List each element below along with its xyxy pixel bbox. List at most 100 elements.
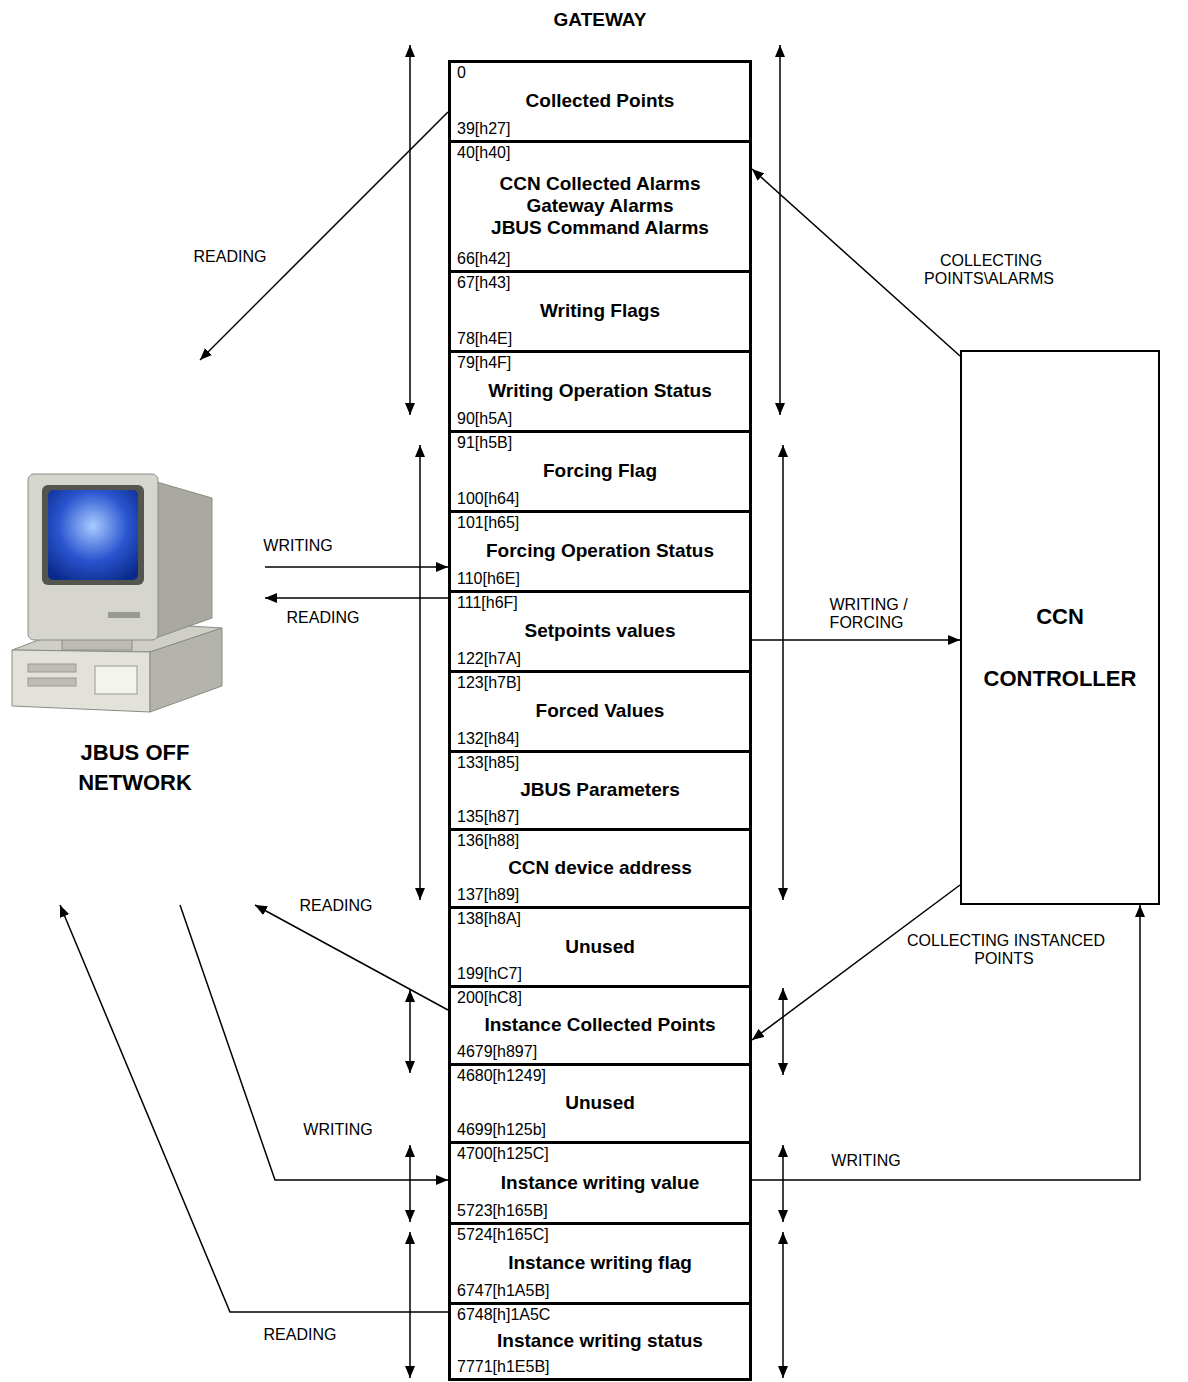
address-label: 40[h40] <box>457 144 743 162</box>
flow-label: READING <box>192 248 269 265</box>
controller-label: CCN <box>1036 604 1084 630</box>
flow-label: COLLECTING INSTANCED POINTS <box>905 932 1105 967</box>
flow-arrow <box>752 169 960 356</box>
address-label: 132[h84] <box>457 730 743 748</box>
flow-arrow <box>200 112 448 360</box>
address-label: 4680[h1249] <box>457 1067 743 1085</box>
computer-station: JBUS OFF NETWORK <box>5 360 265 905</box>
address-label: 199[hC7] <box>457 965 743 983</box>
memory-block: 136[h88] CCN device address 137[h89] <box>448 828 752 909</box>
memory-block: 0Collected Points39[h27] <box>448 60 752 143</box>
range-arrows <box>410 45 783 1378</box>
block-name: Forced Values <box>536 700 665 722</box>
address-label: 137[h89] <box>457 886 743 904</box>
address-label: 91[h5B] <box>457 434 743 452</box>
flow-arrow <box>255 905 448 1010</box>
address-label: 4679[h897] <box>457 1043 743 1061</box>
block-body: Setpoints values <box>457 612 743 650</box>
block-body: Instance writing value <box>457 1163 743 1202</box>
block-name: Collected Points <box>526 90 675 112</box>
block-name: Instance writing status <box>497 1330 703 1352</box>
flow-arrow <box>265 566 448 568</box>
flow-arrow <box>752 885 960 1040</box>
memory-block: 133[h85]JBUS Parameters135[h87] <box>448 750 752 831</box>
block-body: CCN Collected AlarmsGateway AlarmsJBUS C… <box>457 162 743 250</box>
block-name: Unused <box>565 1092 635 1114</box>
address-label: 5724[h165C] <box>457 1226 743 1244</box>
flow-arrow <box>60 905 448 1312</box>
block-name: Instance writing flag <box>508 1252 692 1274</box>
screen <box>48 490 138 580</box>
address-label: 101[h65] <box>457 514 743 532</box>
address-label: 111[h6F] <box>457 594 743 612</box>
address-label: 200[hC8] <box>457 989 743 1007</box>
memory-block: 123[h7B]Forced Values132[h84] <box>448 670 752 753</box>
flow-label: WRITING <box>301 1121 374 1138</box>
block-body: Instance Collected Points <box>457 1007 743 1043</box>
memory-block: 79[h4F] Writing Operation Status 90[h5A] <box>448 350 752 433</box>
flow-label: COLLECTING POINTS\ALARMS <box>924 252 1056 287</box>
range-arrow <box>782 1145 784 1222</box>
address-label: 133[h85] <box>457 754 743 772</box>
block-body: JBUS Parameters <box>457 772 743 808</box>
address-label: 135[h87] <box>457 808 743 826</box>
range-arrow <box>409 1232 411 1378</box>
address-label: 136[h88] <box>457 832 743 850</box>
flow-label-box: WRITING <box>818 1152 914 1170</box>
case-side <box>150 628 222 712</box>
memory-block: 101[h65]Forcing Operation Status110[h6E] <box>448 510 752 593</box>
block-body: Forcing Flag <box>457 452 743 490</box>
block-body: Collected Points <box>457 82 743 120</box>
block-name: Unused <box>565 936 635 958</box>
block-body: Writing Flags <box>457 292 743 330</box>
range-arrow <box>409 45 411 415</box>
flow-arrow <box>752 639 960 641</box>
block-name: JBUS Command Alarms <box>491 217 709 239</box>
address-label: 6747[h1A5B] <box>457 1282 743 1300</box>
block-name: CCN Collected Alarms <box>500 173 701 195</box>
drive-bay <box>28 678 76 686</box>
range-arrow <box>782 988 784 1075</box>
address-label: 100[h64] <box>457 490 743 508</box>
address-label: 90[h5A] <box>457 410 743 428</box>
address-label: 122[h7A] <box>457 650 743 668</box>
block-name: Gateway Alarms <box>526 195 673 217</box>
monitor-front <box>28 474 158 640</box>
flow-label-box: READING <box>288 897 384 915</box>
range-arrow <box>782 445 784 900</box>
block-body: Forced Values <box>457 692 743 730</box>
memory-block: 111[h6F]Setpoints values122[h7A] <box>448 590 752 673</box>
block-body: CCN device address <box>457 850 743 886</box>
drive-bay <box>28 664 76 672</box>
screen-bezel <box>42 485 144 585</box>
memory-block: 200[hC8] Instance Collected Points 4679[h8… <box>448 985 752 1066</box>
block-body: Instance writing status <box>457 1324 743 1358</box>
address-label: 66[h42] <box>457 250 743 268</box>
flow-label: WRITING / FORCING <box>827 596 907 631</box>
block-name: Writing Flags <box>540 300 660 322</box>
address-label: 79[h4F] <box>457 354 743 372</box>
block-name: Forcing Operation Status <box>486 540 714 562</box>
controller-label: CONTROLLER <box>984 666 1137 692</box>
monitor-back <box>150 480 212 640</box>
memory-block: 67[h43]Writing Flags78[h4E] <box>448 270 752 353</box>
flow-label-box: COLLECTING INSTANCED POINTS <box>905 932 1105 968</box>
block-name: Instance writing value <box>501 1172 700 1194</box>
flow-label-box: READING <box>180 248 280 266</box>
flow-label-box: WRITING <box>290 1121 386 1139</box>
block-body: Forcing Operation Status <box>457 532 743 570</box>
memory-block: 4700[h125C]Instance writing value5723[h1… <box>448 1141 752 1225</box>
flow-label: READING <box>285 609 362 626</box>
block-name: Instance Collected Points <box>484 1014 715 1036</box>
block-name: CCN device address <box>508 857 692 879</box>
block-name: Writing Operation Status <box>488 380 711 402</box>
case-panel <box>95 666 137 694</box>
range-arrow <box>409 1145 411 1222</box>
flow-arrow <box>265 597 448 599</box>
address-label: 67[h43] <box>457 274 743 292</box>
block-body: Instance writing flag <box>457 1244 743 1282</box>
flow-label: READING <box>262 1326 339 1343</box>
address-label: 138[h8A] <box>457 910 743 928</box>
block-body: Writing Operation Status <box>457 372 743 410</box>
